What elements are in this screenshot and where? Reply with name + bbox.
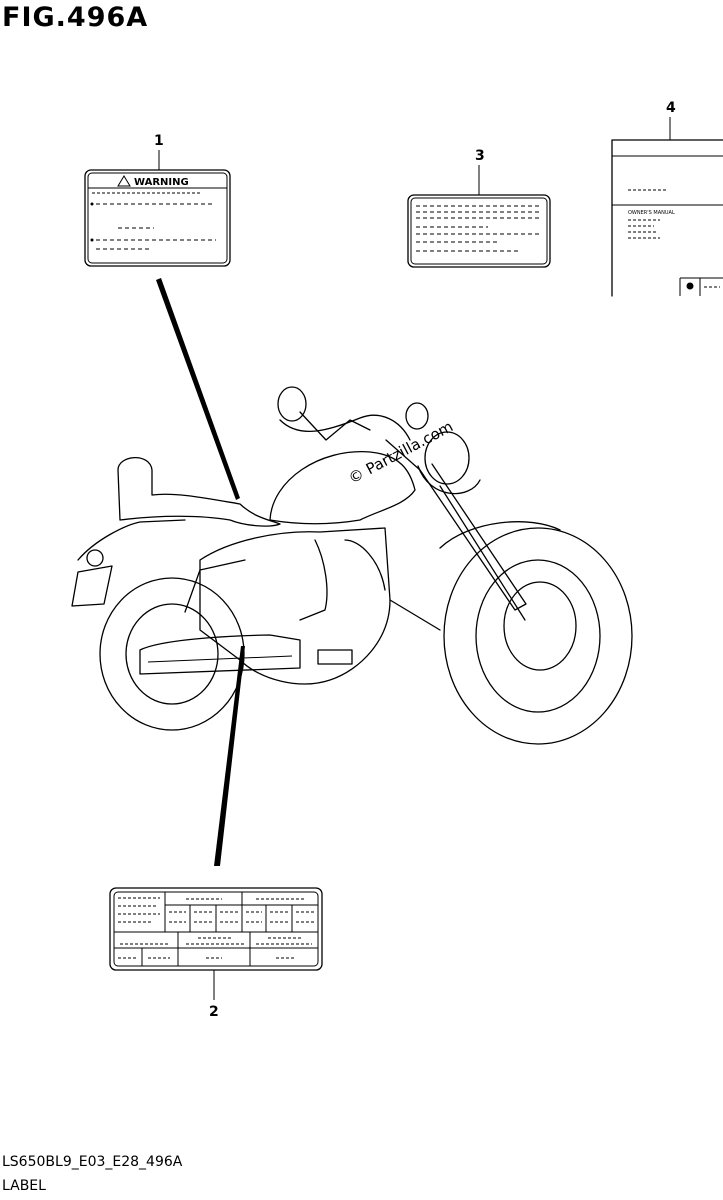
callout-number-3: 3: [475, 148, 485, 164]
manual-emblem-icon: [686, 282, 694, 290]
watermark: © Partzilla.com: [345, 417, 456, 487]
callout-number-2: 2: [209, 1004, 219, 1020]
part-3-label[interactable]: [407, 194, 551, 268]
diagram-label: LABEL: [2, 1178, 46, 1194]
leader-line-2: [214, 646, 245, 866]
part-4-owners-manual[interactable]: OWNER'S MANUAL: [611, 139, 723, 297]
leader-line-1: [156, 278, 240, 500]
warning-triangle-icon: [117, 175, 131, 187]
figure-title: FIG.496A: [2, 2, 149, 33]
part-1-warning-label[interactable]: WARNING: [84, 169, 231, 267]
callout-number-1: 1: [154, 133, 164, 149]
manual-cover-text: OWNER'S MANUAL: [628, 210, 675, 216]
diagram-code: LS650BL9_E03_E28_496A: [2, 1154, 183, 1170]
part-2-info-label[interactable]: [109, 887, 323, 971]
callout-number-4: 4: [666, 100, 676, 116]
warning-text: WARNING: [134, 177, 189, 188]
motorcycle-outline: [71, 386, 633, 745]
